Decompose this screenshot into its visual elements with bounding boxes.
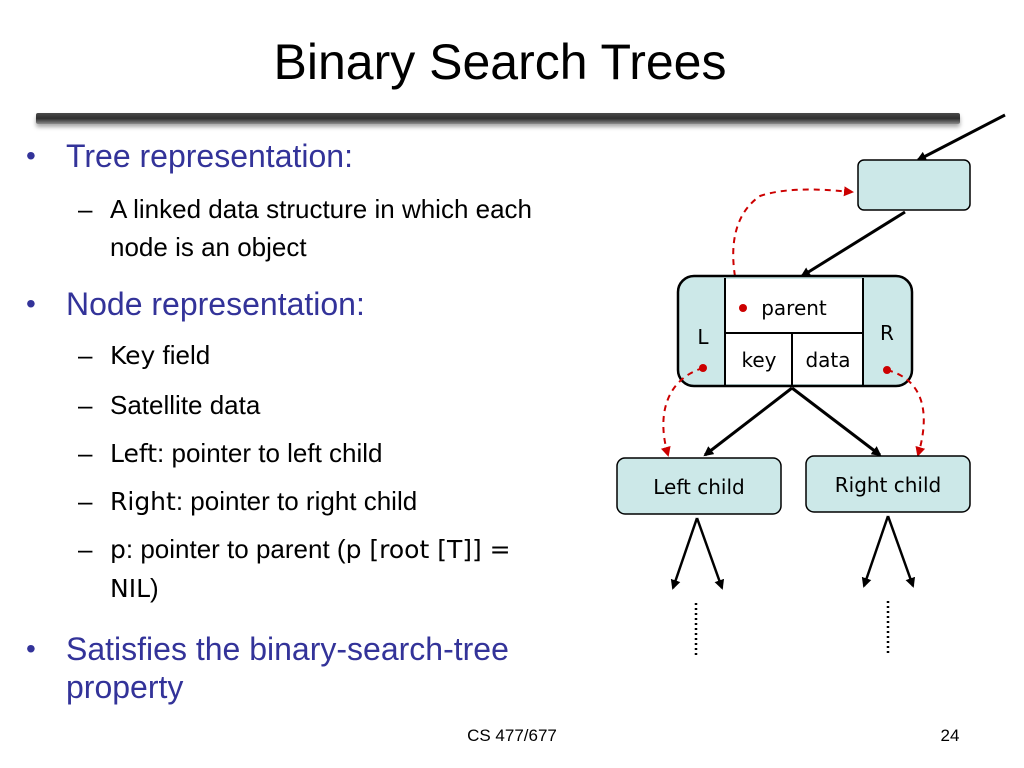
- sub-bullet-key-field: Key field: [78, 336, 670, 375]
- field-label-right: R: [880, 321, 894, 345]
- sub-bullet-satellite-data: Satellite data: [78, 386, 670, 424]
- field-label-left: L: [697, 325, 709, 349]
- left-pointer-dashed: [660, 367, 704, 457]
- data-field-cell: [793, 334, 862, 384]
- bullet-tree-representation: Tree representation:: [26, 137, 666, 175]
- code-nil: NIL: [110, 574, 151, 603]
- slide-title: Binary Search Trees: [273, 34, 727, 90]
- code-root: p [root [T]] =: [345, 535, 511, 564]
- field-label-data: data: [805, 348, 850, 372]
- sub-bullet-left: Left: pointer to left child: [78, 434, 670, 473]
- left-child-box: [616, 457, 782, 515]
- code-right: Right: [110, 487, 176, 516]
- sub-bullet-line1: A linked data structure in which each: [110, 194, 533, 224]
- left-child-left-arrow: [670, 517, 699, 590]
- key-field-text: field: [155, 340, 211, 370]
- code-left: Left: [110, 439, 158, 468]
- footer-course: CS 477/677: [467, 726, 557, 745]
- left-child-right-arrow: [695, 517, 725, 590]
- code-key: Key: [110, 341, 156, 370]
- parent-to-node-arrow: [800, 210, 906, 278]
- title-divider: [36, 113, 960, 124]
- left-child-label: Left child: [653, 475, 744, 499]
- p-end: ): [150, 573, 159, 603]
- parent-pointer-dashed: [732, 186, 854, 309]
- sub-bullet-line2: node is an object: [110, 232, 307, 262]
- right-child-box: [805, 455, 971, 513]
- bullet-bst-property: Satisfies the binary-search-tree propert…: [26, 630, 666, 706]
- field-label-parent: parent: [761, 296, 827, 320]
- bullet-node-representation: Node representation:: [26, 285, 666, 323]
- right-text: : pointer to right child: [175, 486, 418, 516]
- left-text: : pointer to left child: [157, 438, 383, 468]
- bst-line1: Satisfies the binary-search-tree: [66, 631, 509, 667]
- sub-bullet-right: Right: pointer to right child: [78, 482, 670, 521]
- p-text: : pointer to parent (: [125, 534, 346, 564]
- code-p: p: [110, 535, 126, 564]
- bst-line2: property: [66, 669, 184, 705]
- page-number: 24: [940, 726, 960, 745]
- sub-bullet-linked-structure: A linked data structure in which each no…: [78, 190, 670, 266]
- right-child-label: Right child: [835, 473, 942, 497]
- key-field-cell: [726, 334, 791, 384]
- incoming-pointer-arrow: [916, 113, 1006, 162]
- field-label-key: key: [741, 348, 776, 372]
- right-pointer-dashed: [886, 369, 926, 457]
- parent-field-cell: [726, 279, 862, 332]
- node-to-left-child-arrow: [703, 386, 793, 457]
- node-to-right-child-arrow: [791, 386, 882, 457]
- sub-bullet-parent-pointer: p: pointer to parent (p [root [T]] = NIL…: [78, 530, 670, 608]
- parent-node-box: [857, 159, 971, 211]
- right-child-left-arrow: [861, 515, 890, 588]
- parent-field-dot: [739, 304, 747, 312]
- right-child-right-arrow: [886, 515, 916, 588]
